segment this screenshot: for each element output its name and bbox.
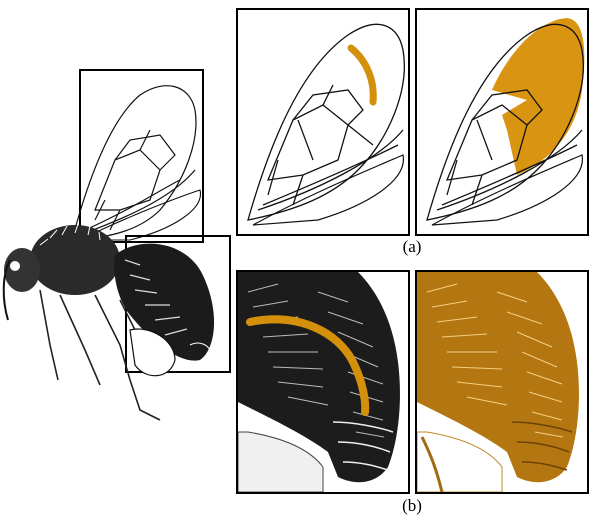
user-stroke-b: [246, 315, 370, 416]
bee-hind-wing: [79, 189, 201, 241]
panel-a-wing-stroke: [236, 8, 410, 236]
panel-b-abdomen-stroke: [236, 270, 410, 494]
bee-thorax: [30, 223, 120, 295]
panel-b-abdomen-fill: [415, 270, 589, 494]
filled-region-b: [417, 272, 579, 483]
panel-a-wing-fill: [415, 8, 589, 236]
bee-abdomen: [114, 243, 215, 361]
filled-region-a: [492, 18, 585, 175]
bee-head: [2, 248, 40, 321]
bee-illustration: [2, 69, 231, 421]
wing-selection-box: [79, 69, 204, 243]
caption-b: (b): [402, 496, 422, 515]
user-stroke-a: [347, 44, 377, 106]
caption-a: (a): [402, 237, 422, 256]
bee-wing: [71, 85, 197, 241]
bee-hind-leg: [129, 328, 176, 377]
